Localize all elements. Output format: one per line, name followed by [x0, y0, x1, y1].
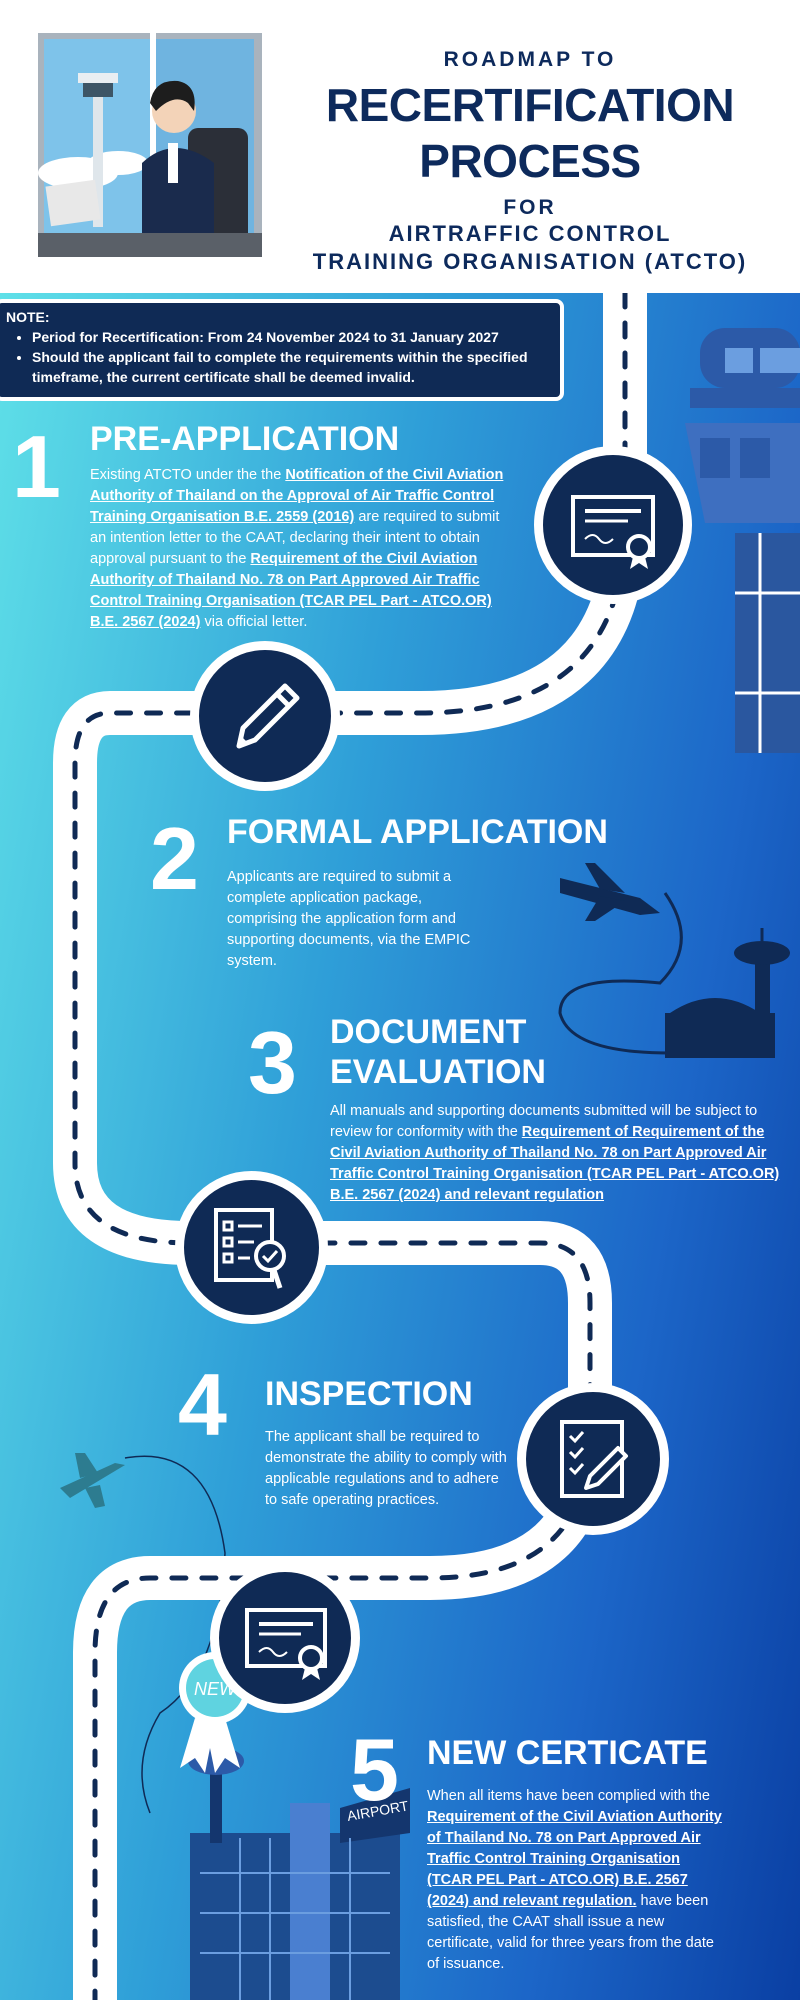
controller-illustration	[38, 33, 262, 257]
note-box: NOTE: Period for Recertification: From 2…	[0, 299, 564, 401]
certificate-icon	[245, 1608, 327, 1680]
step-5-title: NEW CERTICATE	[427, 1734, 708, 1772]
step-3-text: All manuals and supporting documents sub…	[330, 1103, 780, 1203]
checklist-magnifier-icon	[214, 1208, 286, 1289]
control-tower-silhouette	[685, 328, 800, 753]
step-4-title: INSPECTION	[265, 1375, 473, 1413]
certificate-icon	[571, 495, 655, 569]
header: ROADMAP TO RECERTIFICATION PROCESS FOR A…	[0, 0, 800, 293]
step-1-regulation-link-2[interactable]: Requirement of the Civil Aviation Author…	[90, 551, 492, 630]
header-roadmap-label: ROADMAP TO	[443, 48, 617, 71]
header-subtitle-line1: AIRTRAFFIC CONTROL	[388, 221, 672, 246]
step-4-number: 4	[178, 1355, 227, 1454]
note-item: Period for Recertification: From 24 Nove…	[32, 327, 552, 347]
note-title: NOTE:	[6, 309, 50, 325]
step-4-circle	[517, 1383, 669, 1535]
plane-and-airport-illustration	[558, 863, 790, 1058]
note-list: Period for Recertification: From 24 Nove…	[6, 327, 552, 387]
airport-building-illustration: AIRPORT	[188, 1747, 410, 2000]
step-2-text: Applicants are required to submit a comp…	[227, 869, 471, 969]
step-5-circle	[210, 1563, 360, 1713]
step-1-regulation-link-1[interactable]: Notification of the Civil Aviation Autho…	[90, 467, 504, 525]
header-for-label: FOR	[503, 196, 557, 219]
step-1-title: PRE-APPLICATION	[90, 420, 400, 458]
step-5-text: When all items have been complied with t…	[427, 1788, 722, 1972]
step-2-circle	[190, 641, 340, 791]
header-title-line2: PROCESS	[419, 135, 641, 187]
step-3-title-line1: DOCUMENT	[330, 1013, 527, 1051]
step-3-regulation-link[interactable]: Requirement of Requirement of the Civil …	[330, 1124, 780, 1203]
step-3-circle	[175, 1171, 328, 1324]
step-2-number: 2	[150, 809, 199, 908]
step-3-title-line2: EVALUATION	[330, 1053, 546, 1091]
note-item: Should the applicant fail to complete th…	[32, 347, 552, 387]
roadmap-body: AIRPORT NEW NOTE: Period for Recertifica…	[0, 293, 800, 2000]
step-1-text: Existing ATCTO under the the Notificatio…	[90, 467, 504, 630]
step-3-number: 3	[248, 1013, 297, 1112]
step-2-title: FORMAL APPLICATION	[227, 813, 608, 851]
header-subtitle-line2: TRAINING ORGANISATION (ATCTO)	[312, 249, 748, 274]
step-1-number: 1	[12, 417, 61, 516]
checklist-pen-icon	[560, 1420, 628, 1498]
step-4-text: The applicant shall be required to demon…	[265, 1429, 507, 1508]
step-5-number: 5	[350, 1720, 399, 1819]
header-title-line1: RECERTIFICATION	[325, 79, 735, 131]
step-5-regulation-link[interactable]: Requirement of the Civil Aviation Author…	[427, 1809, 722, 1909]
step-1-circle	[534, 446, 692, 604]
header-title-block: ROADMAP TO RECERTIFICATION PROCESS FOR A…	[270, 40, 790, 276]
pencil-icon	[236, 683, 300, 749]
